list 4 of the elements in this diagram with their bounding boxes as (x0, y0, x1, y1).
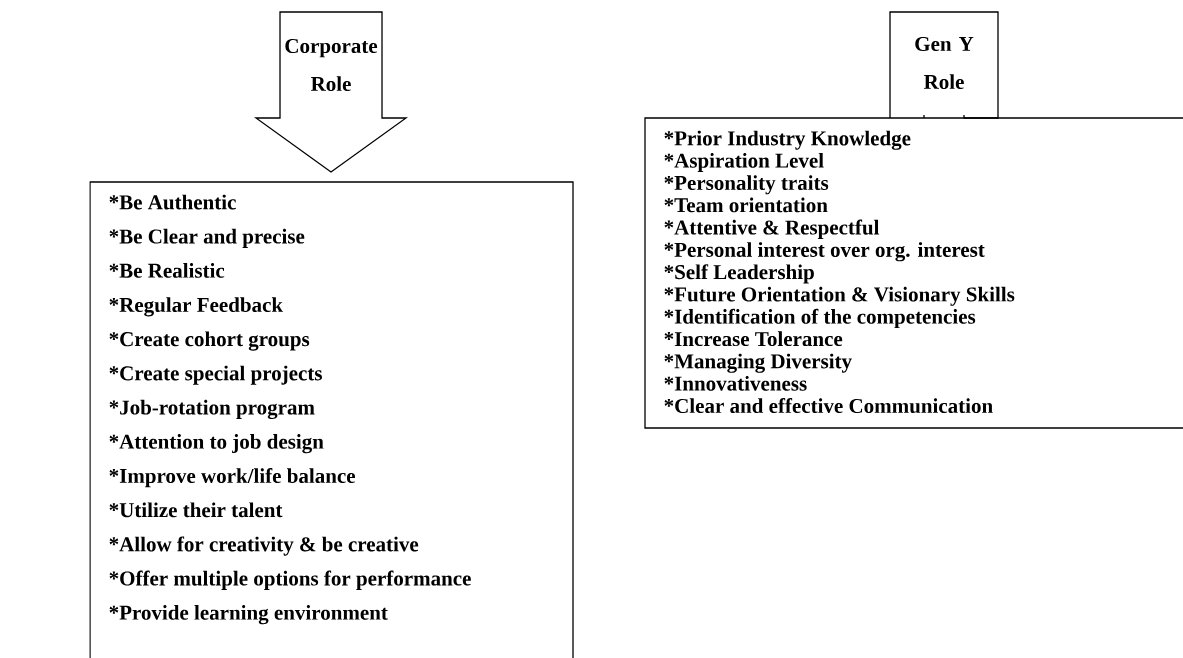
down-arrow-callout: Corporate Role (254, 11, 409, 173)
list-box: *Be Authentic *Be Clear and precise *Be Realistic *Regular Feedback *Create cohort groups *Create special projects *Job-rotation program *Attention to job design *Improve work/life balance *Utilize their talent *Allow for creativity & be creative *Offer multiple options for performance *Provide learning environment (89, 181, 574, 658)
callout-box: Gen Y Role (889, 11, 999, 119)
list-box: *Prior Industry Knowledge *Aspiration Level *Personality traits *Team orientation *Attentive & Respectful *Personal interest over org. interest *Self Leadership *Future Orientation & Visionary Skills *Identification of the competencies *Increase Tolerance *Managing Diversity *Innovativeness *Clear and effective Communication (644, 117, 1183, 429)
